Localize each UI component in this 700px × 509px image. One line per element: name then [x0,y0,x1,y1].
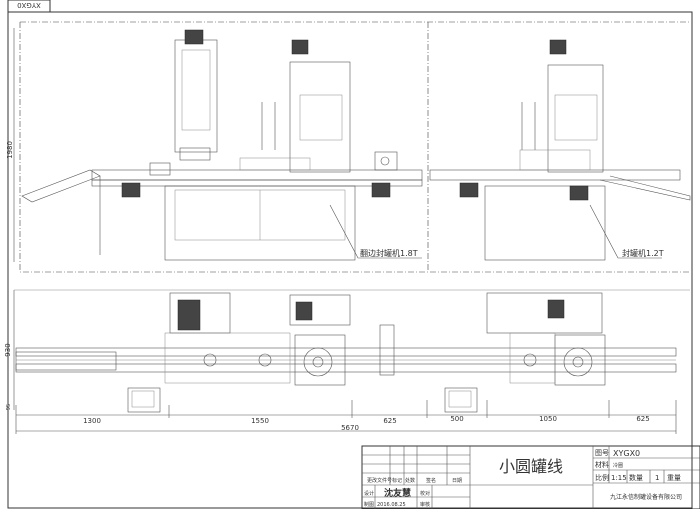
drawing-code-tab-text: XYGX0 [17,1,41,9]
scale: 1:15 [611,474,627,482]
drawing-frame [7,11,693,509]
drawing-no: XYGX0 [613,449,640,458]
rev-header-sign: 签名 [426,477,436,484]
designer-signature: 沈友慧 [384,487,411,499]
rev-header-date: 日期 [452,478,462,484]
dim-seg-3: 625 [383,417,396,425]
rev-header-count: 处数 [405,477,415,484]
draw-label: 制图 [364,501,374,508]
company-name: 九江永信制罐设备有限公司 [610,493,682,501]
drawing-code-tab [7,0,51,13]
dim-total: 5670 [341,424,359,432]
dim-seg-2: 1550 [251,417,269,425]
rev-header-mark: 标记 [392,477,402,484]
dim-seg-6: 625 [636,415,649,423]
design-label: 设计 [364,490,374,497]
drawing-date: 2016.08.25 [377,502,406,508]
machine-2-label: 封罐机1.2T [622,248,664,258]
drawing-title: 小圆罐线 [499,457,563,476]
plan-view: 930 95 [4,289,690,434]
height-dimension: 1980 [6,141,14,159]
rev-header-file: 更改文件号 [367,477,392,484]
approve-label: 审核 [420,501,430,508]
offset-dimension: 95 [6,404,12,410]
plan-width-dimension: 930 [4,343,12,356]
dim-seg-4: 500 [450,415,463,423]
dim-seg-1: 1300 [83,417,101,425]
check-label: 校对 [420,490,430,497]
material: 冷圈 [613,462,623,469]
material-label: 材料 [595,460,609,469]
elevation-view: 1980 [6,21,691,273]
drawing-no-label: 图号 [595,449,609,457]
scale-label: 比例 [595,473,609,482]
weight-label: 重量 [667,474,681,482]
title-block: 更改文件号 标记 处数 签名 日期 设计 沈友慧 校对 制图 2016.08.2… [361,445,700,509]
quantity: 1 [655,474,659,482]
dim-seg-5: 1050 [539,415,557,423]
machine-1-label: 翻边封罐机1.8T [360,248,418,258]
quantity-label: 数量 [629,473,643,482]
